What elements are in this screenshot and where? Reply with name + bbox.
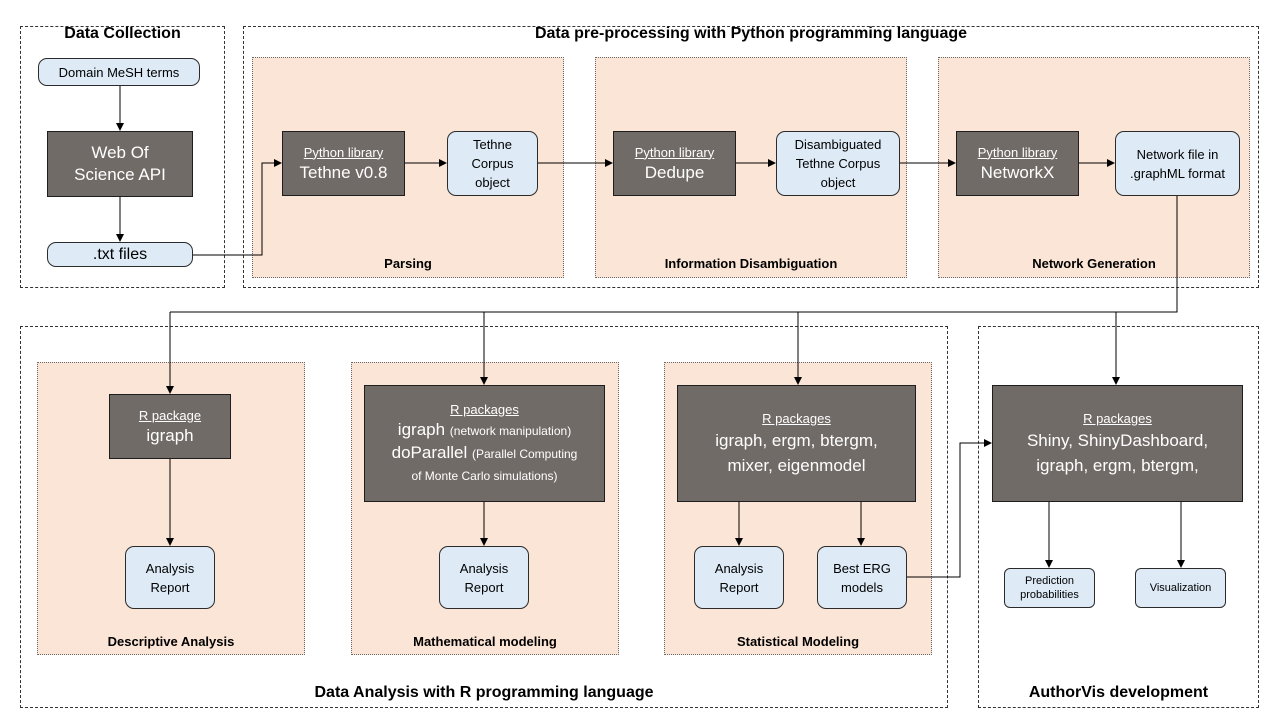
math-report-text: Analysis Report [459, 560, 509, 595]
r-math-line1-main: igraph [397, 419, 446, 439]
best-erg-node: Best ERG models [817, 546, 907, 609]
r-math-packages-node: R packages igraph (network manipulation)… [364, 385, 605, 502]
network-file-text: Network file in .graphML format [1130, 146, 1225, 181]
statistical-title: Statistical Modeling [736, 634, 860, 649]
best-erg-text: Best ERG models [833, 560, 891, 595]
analysis-title: Data Analysis with R programming languag… [314, 684, 654, 701]
r-stat-line1: igraph, ergm, btergm, [715, 430, 878, 450]
math-report-node: Analysis Report [439, 546, 529, 609]
dedupe-library-node: Python library Dedupe [613, 131, 736, 196]
disambiguation-title: Information Disambiguation [664, 256, 838, 271]
mesh-terms-text: Domain MeSH terms [58, 64, 180, 80]
descriptive-report-node: Analysis Report [125, 546, 215, 609]
data-collection-title: Data Collection [64, 25, 181, 42]
r-stat-line2: mixer, eigenmodel [727, 455, 866, 475]
dedupe-library-label: Python library [634, 144, 715, 160]
tethne-library-label: Python library [303, 144, 384, 160]
visualization-text: Visualization [1149, 582, 1212, 594]
r-shiny-label: R packages [1083, 410, 1152, 426]
r-math-line3: of Monte Carlo simulations) [411, 468, 558, 483]
r-math-label: R packages [450, 401, 519, 417]
r-shiny-line2: igraph, ergm, btergm, [1036, 455, 1199, 475]
tethne-corpus-node: Tethne Corpus object [447, 131, 538, 196]
tethne-library-name: Tethne v0.8 [299, 162, 388, 182]
network-file-node: Network file in .graphML format [1115, 131, 1240, 196]
wos-api-text: Web Of Science API [74, 143, 166, 184]
r-math-line2-main: doParallel [391, 442, 468, 462]
r-igraph-label: R package [138, 407, 202, 423]
r-stat-label: R packages [762, 410, 831, 426]
r-igraph-name: igraph [146, 425, 194, 445]
networkx-library-node: Python library NetworkX [956, 131, 1079, 196]
r-igraph-node: R package igraph [109, 394, 231, 459]
stat-report-text: Analysis Report [714, 560, 764, 595]
visualization-node: Visualization [1135, 568, 1226, 608]
descriptive-title: Descriptive Analysis [107, 634, 235, 649]
txt-files-text: .txt files [92, 246, 148, 263]
networkx-library-label: Python library [977, 144, 1058, 160]
disambiguated-corpus-node: Disambiguated Tethne Corpus object [776, 131, 900, 196]
mesh-terms-node: Domain MeSH terms [38, 58, 200, 86]
disambiguated-corpus-text: Disambiguated Tethne Corpus object [794, 137, 882, 190]
txt-files-node: .txt files [47, 242, 193, 267]
group-data-collection [20, 26, 225, 288]
group-preprocessing [243, 26, 1259, 288]
r-math-line2-note: (Parallel Computing [471, 446, 578, 461]
r-math-line1: igraph (network manipulation) [398, 419, 571, 442]
network-generation-title: Network Generation [1032, 256, 1156, 271]
dedupe-library-name: Dedupe [644, 162, 705, 182]
wos-api-node: Web Of Science API [47, 131, 193, 197]
r-shiny-line1: Shiny, ShinyDashboard, [1026, 430, 1209, 450]
arrow-best-erg-to-shiny [907, 439, 992, 578]
stat-report-node: Analysis Report [694, 546, 784, 609]
r-stat-packages-node: R packages igraph, ergm, btergm, mixer, … [677, 385, 916, 502]
arrow-txt-to-tethne [192, 159, 282, 256]
tethne-library-node: Python library Tethne v0.8 [282, 131, 405, 196]
preprocessing-title: Data pre-processing with Python programm… [534, 25, 968, 42]
line-file-to-bus [170, 196, 1178, 313]
descriptive-report-text: Analysis Report [145, 560, 195, 595]
prediction-text: Prediction probabilities [1020, 575, 1079, 601]
mathematical-title: Mathematical modeling [413, 634, 557, 649]
networkx-library-name: NetworkX [980, 162, 1055, 182]
parsing-title: Parsing [384, 256, 432, 271]
authorvis-title: AuthorVis development [1028, 684, 1209, 701]
r-shiny-packages-node: R packages Shiny, ShinyDashboard, igraph… [992, 385, 1243, 502]
r-math-line1-note: (network manipulation) [449, 423, 572, 438]
group-authorvis [978, 326, 1259, 708]
tethne-corpus-text: Tethne Corpus object [471, 137, 514, 190]
r-math-line2: doParallel (Parallel Computing [392, 442, 578, 465]
prediction-node: Prediction probabilities [1004, 568, 1095, 608]
